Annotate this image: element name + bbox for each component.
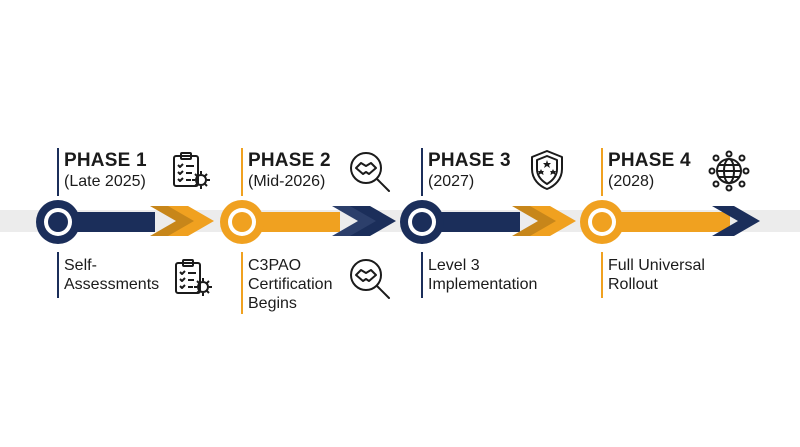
phase-3-top-line: [421, 148, 423, 196]
phase-1-description: Self- Assessments: [64, 256, 159, 294]
segment-2-arrow-front: [350, 206, 396, 236]
phase-3-date: (2027): [428, 173, 475, 190]
phase-1-top-line: [57, 148, 59, 196]
phase-4-date: (2028): [608, 173, 655, 190]
phase-1-node: [36, 200, 80, 244]
phase-4-title: PHASE 4: [608, 150, 691, 171]
phase-3-bottom-line: [421, 252, 423, 298]
phase-2-desc-line: Certification: [248, 276, 333, 293]
phase-2-top-line: [241, 148, 243, 196]
phase-3-description: Level 3 Implementation: [428, 256, 537, 294]
globe-network-icon: [708, 150, 750, 192]
phase-4-desc-line: Rollout: [608, 276, 658, 293]
phase-2-description: C3PAO Certification Begins: [248, 256, 332, 313]
shield-stars-icon: [531, 150, 563, 190]
segment-4-bar: [600, 212, 730, 232]
segment-1-arrow-back: [150, 206, 196, 236]
clipboard-gear-icon: [173, 152, 210, 189]
phase-2-bottom-line: [241, 252, 243, 314]
phase-1-title: PHASE 1: [64, 150, 147, 171]
phase-3-desc-line: Implementation: [428, 276, 538, 293]
segment-3-arrow-front: [530, 206, 576, 236]
handshake-magnifier-icon: [350, 259, 390, 299]
phase-2-desc-line: C3PAO: [248, 257, 302, 274]
phase-3-desc-line: Level 3: [428, 257, 480, 274]
segment-2-bar: [240, 212, 340, 232]
segment-3-arrow-back: [512, 206, 558, 236]
segment-4-arrow: [712, 206, 760, 236]
phase-2-title: PHASE 2: [248, 150, 331, 171]
phase-3-title: PHASE 3: [428, 150, 511, 171]
phase-4-description: Full Universal Rollout: [608, 256, 705, 294]
phase-2-date: (Mid-2026): [248, 173, 326, 190]
phase-1-desc-line: Self-: [64, 257, 97, 274]
segment-1-arrow-front: [168, 206, 214, 236]
clipboard-gear-icon: [175, 259, 212, 296]
phase-2-node: [220, 200, 264, 244]
segment-1-bar: [55, 212, 155, 232]
phase-1-date: (Late 2025): [64, 173, 146, 190]
phase-4-node: [580, 200, 624, 244]
handshake-magnifier-icon: [350, 152, 390, 192]
phase-4-top-line: [601, 148, 603, 196]
phase-4-bottom-line: [601, 252, 603, 298]
segment-3-bar: [420, 212, 520, 232]
phase-4-desc-line: Full Universal: [608, 257, 705, 274]
phase-1-desc-line: Assessments: [64, 276, 160, 293]
phase-3-node: [400, 200, 444, 244]
phase-1-bottom-line: [57, 252, 59, 298]
segment-2-arrow-back: [332, 206, 378, 236]
phase-2-desc-line: Begins: [248, 295, 297, 312]
